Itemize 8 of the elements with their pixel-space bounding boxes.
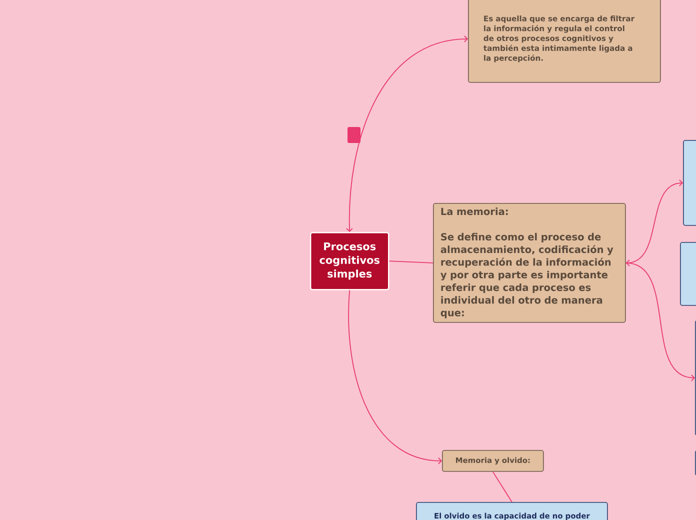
note-box — [683, 140, 696, 226]
note-box — [680, 242, 696, 306]
note-box: La memoria: Se define como el proceso de almacenamiento, codificación y recuperación de la información y por otra parte es importante referir que cada proceso es individual del otro de manera que: — [433, 203, 626, 323]
connector-arrow — [346, 35, 468, 232]
topic-box: Procesos cognitivos simples — [310, 232, 390, 290]
connector-arrow — [625, 262, 695, 382]
connector-arrow — [348, 290, 442, 464]
connector-arrow — [626, 179, 683, 266]
